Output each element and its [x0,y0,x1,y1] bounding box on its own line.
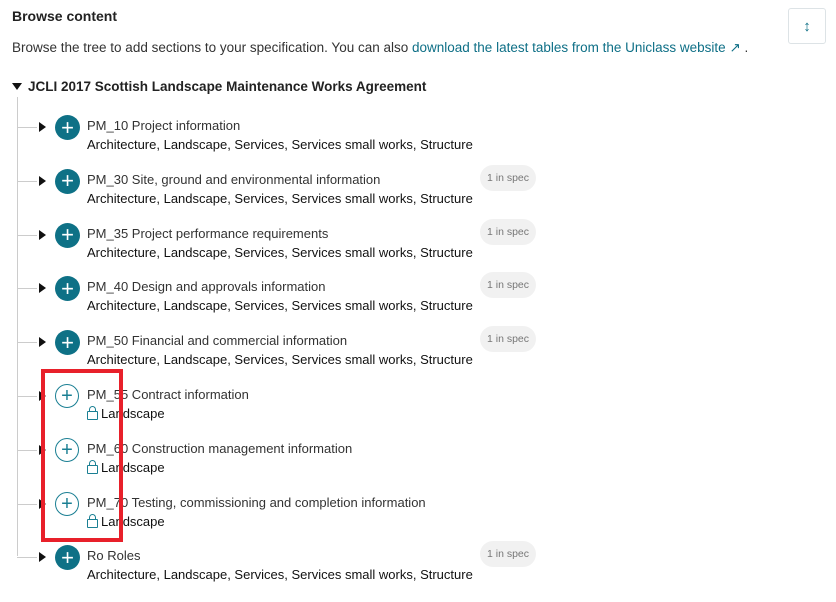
tree-root-label: JCLI 2017 Scottish Landscape Maintenance… [28,79,427,94]
item-tags: Architecture, Landscape, Services, Servi… [87,567,473,582]
tree-branch-line [17,127,37,128]
intro-label: Browse the tree to add sections to your … [12,40,412,55]
tree-branch-line [17,557,37,559]
item-title[interactable]: PM_10 Project information [87,118,241,133]
lock-icon [87,459,98,474]
in-spec-badge: 1 in spec [480,326,536,353]
add-section-button[interactable]: + [55,222,80,248]
item-title[interactable]: PM_55 Contract information [87,387,249,402]
item-tags: Landscape [87,406,165,421]
caret-right-icon[interactable] [39,337,46,348]
tree-branch-line [17,180,37,182]
tree-branch-line [17,234,37,236]
item-tags-label: Architecture, Landscape, Services, Servi… [87,137,473,152]
tree-branch-line [17,396,37,397]
sort-icon: ↕ [803,17,811,35]
in-spec-badge: 1 in spec [480,541,536,568]
add-section-button[interactable]: + [55,329,80,356]
add-section-button[interactable]: + [55,115,80,140]
item-title[interactable]: PM_50 Financial and commercial informati… [87,333,348,349]
tree-item: + PM_35 Project performance requirements… [17,218,717,270]
caret-right-icon[interactable] [39,444,46,455]
item-tags: Architecture, Landscape, Services, Servi… [87,137,473,152]
item-tags: Architecture, Landscape, Services, Servi… [87,245,473,260]
plus-icon: + [61,275,74,301]
add-section-button[interactable]: + [55,544,80,571]
item-tags-label: Architecture, Landscape, Services, Servi… [87,244,473,260]
plus-icon: + [61,329,74,355]
item-tags-label: Landscape [101,459,165,475]
item-tags: Architecture, Landscape, Services, Servi… [87,298,473,313]
plus-icon: + [61,114,74,140]
tree-branch-line [17,503,37,505]
plus-icon: + [61,544,74,570]
uniclass-link[interactable]: download the latest tables from the Unic… [412,40,741,55]
intro-text: Browse the tree to add sections to your … [12,40,748,56]
item-tags-label: Architecture, Landscape, Services, Servi… [87,352,473,368]
item-tags-label: Landscape [101,513,165,529]
item-tags: Architecture, Landscape, Services, Servi… [87,352,473,367]
uniclass-link-label: download the latest tables from the Unic… [412,40,726,55]
caret-down-icon[interactable] [12,83,22,90]
tree-item: + PM_30 Site, ground and environmental i… [17,164,717,216]
item-tags-label: Architecture, Landscape, Services, Servi… [87,567,473,583]
page-title: Browse content [12,8,118,24]
tree-item: + Ro Roles Architecture, Landscape, Serv… [17,541,717,592]
add-section-button[interactable]: + [55,384,79,408]
item-tags-label: Architecture, Landscape, Services, Servi… [87,298,473,314]
tree-root[interactable]: JCLI 2017 Scottish Landscape Maintenance… [12,79,426,94]
tree-item: + PM_40 Design and approvals information… [17,272,717,323]
plus-icon: + [61,222,74,248]
tree-branch-line [17,449,37,451]
add-section-button[interactable]: + [55,168,80,194]
caret-right-icon[interactable] [39,283,46,294]
add-section-button[interactable]: + [55,491,79,516]
item-title[interactable]: PM_70 Testing, commissioning and complet… [87,494,426,510]
caret-right-icon[interactable] [39,122,46,132]
plus-icon: + [61,438,73,461]
tree-item: + PM_55 Contract information Landscape [17,384,717,431]
tree-line [17,97,18,556]
sort-button[interactable]: ↕ [788,8,826,44]
caret-right-icon[interactable] [39,552,46,563]
tree-item: + PM_70 Testing, commissioning and compl… [17,491,717,539]
plus-icon: + [61,168,74,194]
tree-branch-line [17,288,37,290]
item-title[interactable]: PM_40 Design and approvals information [87,279,326,295]
tree-branch-line [17,342,37,344]
plus-icon: + [61,492,73,515]
item-tags: Architecture, Landscape, Services, Servi… [87,191,473,206]
item-tags: Landscape [87,513,165,529]
in-spec-badge: 1 in spec [480,164,536,191]
caret-right-icon[interactable] [39,175,46,186]
plus-icon: + [61,385,73,407]
item-title[interactable]: PM_60 Construction management informatio… [87,440,353,456]
item-title[interactable]: Ro Roles [87,548,141,564]
caret-right-icon[interactable] [39,391,46,401]
add-section-button[interactable]: + [55,437,79,462]
caret-right-icon[interactable] [39,229,46,240]
add-section-button[interactable]: + [55,275,80,302]
tree-item: + PM_10 Project information Architecture… [17,115,717,162]
item-title[interactable]: PM_30 Site, ground and environmental inf… [87,171,381,187]
item-tags-label: Landscape [101,406,165,421]
lock-icon [87,406,98,420]
tree-item: + PM_50 Financial and commercial informa… [17,326,717,377]
intro-end: . [740,40,749,55]
item-title[interactable]: PM_35 Project performance requirements [87,225,329,241]
tree-item: + PM_60 Construction management informat… [17,437,717,485]
item-tags-label: Architecture, Landscape, Services, Servi… [87,190,473,206]
external-link-icon: ↗ [729,40,741,55]
item-tags: Landscape [87,459,165,475]
caret-right-icon[interactable] [39,498,46,509]
in-spec-badge: 1 in spec [480,272,536,299]
lock-icon [87,513,98,528]
in-spec-badge: 1 in spec [480,218,536,245]
